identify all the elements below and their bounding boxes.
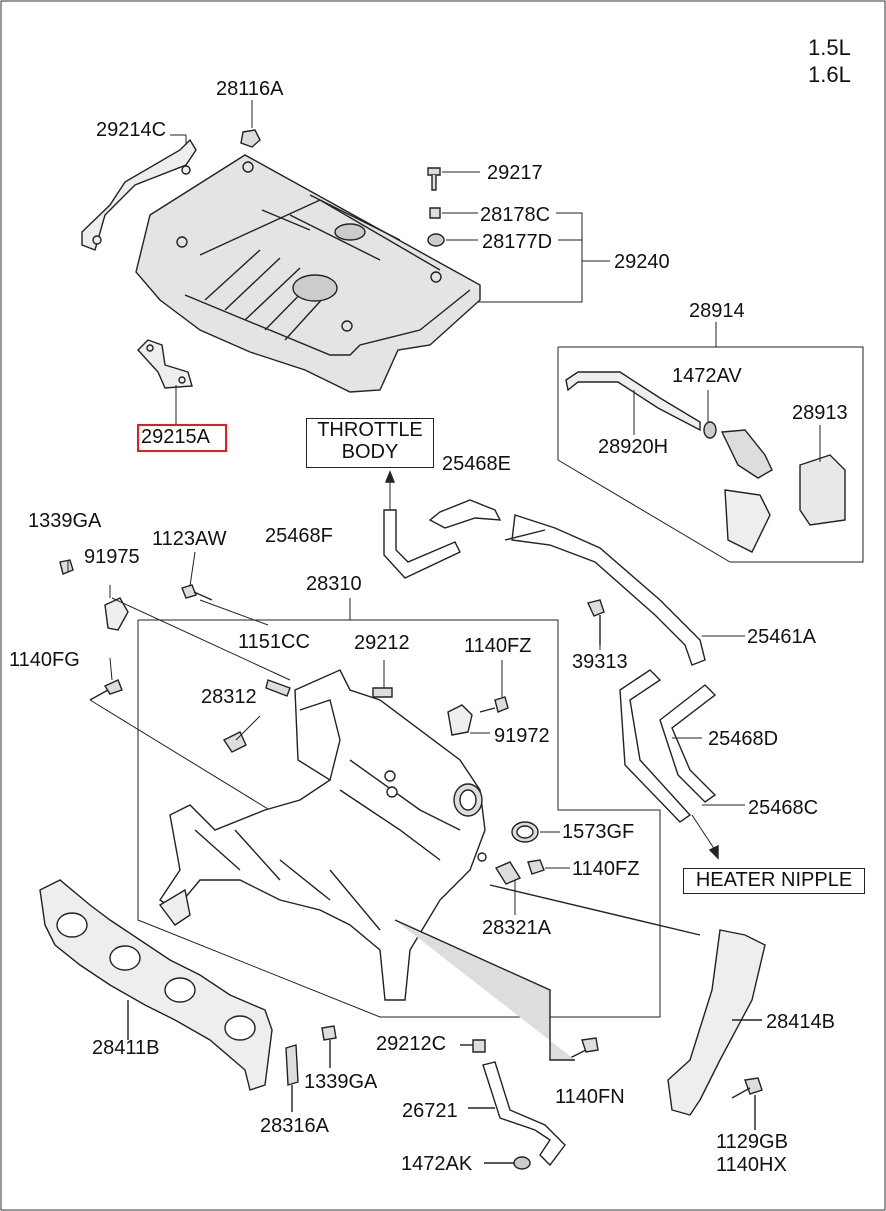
hose-25468f [383, 509, 461, 579]
engine-spec-1-5l: 1.5L [808, 35, 851, 60]
part-label-29212c[interactable]: 29212C [376, 1033, 447, 1055]
bolt-1123aw [181, 584, 213, 601]
part-label-28913[interactable]: 28913 [792, 402, 848, 424]
sensor-28321a [494, 861, 522, 885]
part-label-91975[interactable]: 91975 [84, 546, 140, 568]
part-label-1140hx[interactable]: 1140HX [716, 1154, 787, 1176]
part-label-39313[interactable]: 39313 [572, 651, 628, 673]
hose-25468e [428, 499, 502, 529]
part-label-1140fg[interactable]: 1140FG [9, 649, 80, 671]
bolt-29217 [427, 167, 441, 191]
gasket-28411b [39, 879, 273, 1091]
part-label-1472av[interactable]: 1472AV [672, 365, 742, 387]
throttle-body-line1: THROTTLE [317, 419, 423, 441]
bolt-1140fz-bot [527, 859, 545, 875]
part-label-1123aw[interactable]: 1123AW [152, 528, 227, 550]
part-label-1472ak[interactable]: 1472AK [401, 1153, 473, 1175]
part-label-28321a[interactable]: 28321A [482, 917, 551, 939]
part-label-28414b[interactable]: 28414B [766, 1011, 835, 1033]
nut-28116a [240, 129, 261, 148]
sensor-28312 [222, 731, 247, 753]
bolt-1140fg [89, 679, 123, 701]
part-label-28920h[interactable]: 28920H [598, 436, 669, 458]
pipe-25461a [504, 514, 706, 666]
bolt-1140fz-top [479, 696, 509, 713]
bracket-29214c [81, 138, 197, 251]
hose-26721 [468, 1061, 566, 1167]
part-label-28914[interactable]: 28914 [689, 300, 745, 322]
part-label-1140fn[interactable]: 1140FN [555, 1086, 625, 1108]
pin-29212 [372, 687, 393, 698]
part-label-25468d[interactable]: 25468D [708, 728, 779, 750]
part-label-91972[interactable]: 91972 [494, 725, 550, 747]
part-label-28411b[interactable]: 28411B [92, 1037, 160, 1059]
part-label-28177d[interactable]: 28177D [482, 231, 553, 253]
part-label-1573gf[interactable]: 1573GF [562, 821, 635, 843]
part-label-1339ga-top[interactable]: 1339GA [28, 510, 102, 532]
hose-25468c [659, 684, 717, 803]
bolt-1129gb [731, 1077, 763, 1130]
part-label-25461a[interactable]: 25461A [747, 626, 816, 648]
part-label-29240[interactable]: 29240 [614, 251, 670, 273]
stay-28414b [489, 884, 766, 1116]
bracket-29215a [137, 339, 193, 389]
part-label-1151cc[interactable]: 1151CC [238, 631, 310, 653]
engine-cover [135, 154, 481, 393]
part-label-28116a[interactable]: 28116A [216, 78, 284, 100]
part-label-25468c[interactable]: 25468C [748, 797, 819, 819]
part-label-1140fz-top[interactable]: 1140FZ [464, 635, 532, 657]
bolt-1140fn [394, 919, 599, 1061]
part-label-29215a[interactable]: 29215A [141, 426, 210, 448]
plug-29212c [460, 1039, 486, 1053]
part-label-29214c[interactable]: 29214C [96, 119, 167, 141]
gasket-1573gf [511, 821, 539, 843]
intake-manifold [158, 669, 487, 1001]
clip-1472ak [484, 1156, 531, 1170]
part-label-25468f[interactable]: 25468F [265, 525, 333, 547]
bolt-39313 [587, 599, 605, 645]
pin-1151cc [265, 679, 291, 697]
bracket-91972 [447, 704, 473, 736]
hose-25468d [619, 669, 692, 823]
nut-1339ga-top [59, 559, 74, 575]
pcv-assembly [557, 322, 864, 563]
leaders-top [170, 100, 610, 425]
part-label-28310[interactable]: 28310 [306, 573, 362, 595]
manifold-box [137, 598, 661, 1018]
part-label-26721[interactable]: 26721 [402, 1100, 458, 1122]
nut-1339ga-bot [321, 1025, 337, 1068]
bracket-91975 [104, 597, 129, 631]
throttle-body-callout: THROTTLE BODY [306, 418, 434, 468]
part-label-1129gb[interactable]: 1129GB [716, 1131, 788, 1153]
part-label-25468e[interactable]: 25468E [442, 453, 511, 475]
arrow-head-heater [708, 844, 719, 860]
bracket-28316a [285, 1044, 299, 1112]
selected-part-highlight [137, 424, 227, 452]
part-label-28316a[interactable]: 28316A [260, 1115, 329, 1137]
throttle-body-line2: BODY [341, 441, 399, 463]
part-label-29212[interactable]: 29212 [354, 632, 410, 654]
engine-spec-1-6l: 1.6L [808, 62, 851, 87]
part-label-29217[interactable]: 29217 [487, 162, 543, 184]
part-label-28178c[interactable]: 28178C [480, 204, 551, 226]
heater-nipple-callout: HEATER NIPPLE [683, 868, 865, 894]
part-label-1140fz-bot[interactable]: 1140FZ [572, 858, 640, 880]
arrow-head-throttle [384, 470, 396, 483]
arrow-heater [691, 814, 716, 851]
washer-28177d [427, 233, 445, 247]
part-label-28312[interactable]: 28312 [201, 686, 257, 708]
part-label-1339ga-bot[interactable]: 1339GA [304, 1071, 378, 1093]
grommet-28178c [429, 207, 441, 219]
